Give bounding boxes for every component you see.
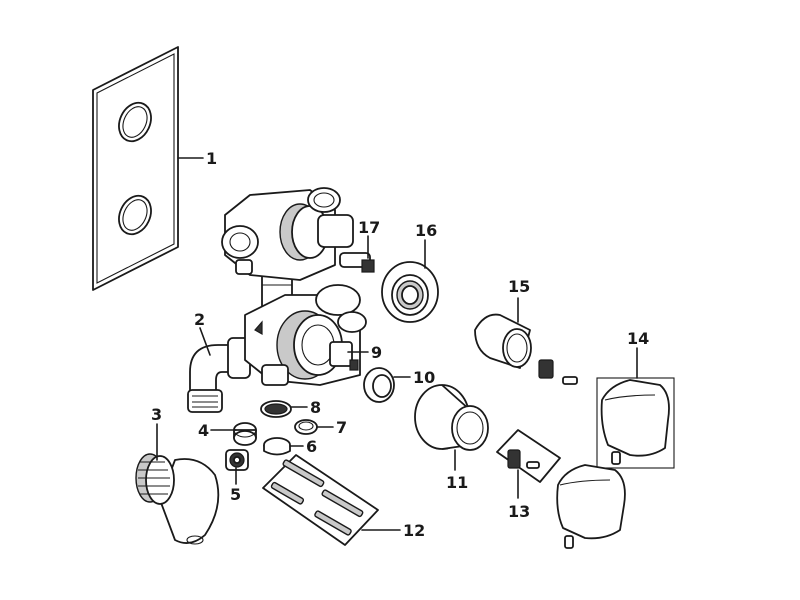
callout-17: 17 xyxy=(358,218,380,237)
part-16-adaptor xyxy=(381,261,439,323)
part-17-spindle xyxy=(339,252,375,273)
part-15-sleeve xyxy=(474,313,532,369)
callout-labels: 1 2 3 4 5 6 7 8 9 10 11 12 13 14 15 16 1… xyxy=(151,149,649,540)
callout-15: 15 xyxy=(508,277,530,296)
callout-5: 5 xyxy=(230,485,241,504)
callout-13: 13 xyxy=(508,502,530,521)
callout-4: 4 xyxy=(198,421,209,440)
part-1-faceplate xyxy=(92,46,179,291)
callout-9: 9 xyxy=(371,343,382,362)
callout-2: 2 xyxy=(194,310,205,329)
callout-16: 16 xyxy=(415,221,437,240)
part-14-handle-second xyxy=(556,464,626,549)
part-4-seal xyxy=(233,422,257,446)
part-8-filter xyxy=(260,400,292,418)
callout-8: 8 xyxy=(310,398,321,417)
callout-1: 1 xyxy=(206,149,217,168)
part-2-elbow xyxy=(187,337,251,413)
callout-10: 10 xyxy=(413,368,435,387)
part-15-spline xyxy=(538,359,578,385)
part-9-cartridge xyxy=(329,341,359,371)
callout-11: 11 xyxy=(446,473,468,492)
part-7-ring xyxy=(294,419,318,435)
callout-14: 14 xyxy=(627,329,649,348)
callout-3: 3 xyxy=(151,405,162,424)
part-3-wall-outlet xyxy=(135,453,220,545)
part-10-clip-ring xyxy=(363,367,395,403)
part-14-handle xyxy=(596,377,675,469)
callout-6: 6 xyxy=(306,437,317,456)
part-12-screw-pack xyxy=(262,454,379,546)
leader-lines xyxy=(156,157,638,531)
part-13-spline-pack xyxy=(496,429,561,483)
part-11-sleeve xyxy=(414,384,489,451)
part-6-washer xyxy=(263,437,291,456)
callout-12: 12 xyxy=(403,521,425,540)
part-5-connector xyxy=(225,449,249,471)
callout-7: 7 xyxy=(336,418,347,437)
